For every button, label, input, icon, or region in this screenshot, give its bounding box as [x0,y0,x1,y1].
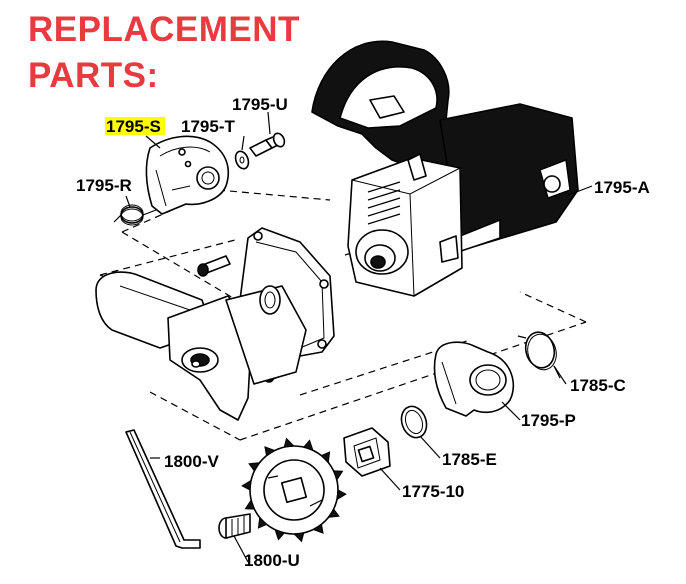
spring-1795-r[interactable] [113,204,157,226]
blade-tooth [283,437,295,448]
blade-guard-1795-p[interactable] [433,341,515,417]
blade-tooth [244,498,256,510]
label-1795-r: 1795-R [76,176,132,195]
blade-tooth [257,516,268,529]
label-1785-c: 1785-C [570,376,626,395]
flange-1775-10[interactable] [343,427,391,477]
blade-tooth [248,462,261,472]
label-1800-u: 1800-U [244,551,300,570]
blade-tooth [312,523,324,534]
label-1795-u: 1795-U [232,95,288,114]
label-1795-t: 1795-T [181,117,235,136]
vent-slots [367,181,401,225]
guard-plate-1795-s[interactable] [145,135,230,215]
label-1795-s: 1795-S [106,117,161,136]
saw-blade[interactable] [241,437,347,543]
screw-1795-u[interactable] [249,132,286,157]
screw-1800-u[interactable] [218,513,251,539]
blade-tooth [332,470,344,482]
label-1800-v: 1800-V [164,452,219,471]
motor-gear-assembly[interactable] [95,271,307,421]
blade-tooth [264,446,276,457]
label-1795-p: 1795-P [521,411,576,430]
blade-tooth [302,439,314,452]
leader-lines [125,111,593,563]
blade-tooth [327,508,340,518]
highlight-1795-s [105,117,165,135]
blade-tooth [274,528,286,541]
part-labels: 1795-U 1795-S 1795-T 1795-R 1795-A 1785-… [76,95,650,570]
label-1785-e: 1785-E [442,450,497,469]
title-line-1: REPLACEMENT [28,10,300,49]
blade-tooth [336,489,347,501]
blade-tooth [320,451,331,464]
label-1795-a: 1795-A [594,178,650,197]
blade-tooth [241,479,252,491]
snap-ring-1785-e[interactable] [397,403,430,441]
saw-main-body-1795-a[interactable] [311,40,579,297]
label-1775-10: 1775-10 [402,482,464,501]
washer-1795-t[interactable] [233,149,250,170]
screw-small-center[interactable] [197,255,231,277]
hex-key-1800-v[interactable] [125,429,201,549]
title-line-2: PARTS: [28,56,159,95]
spring-1785-c[interactable] [517,329,561,379]
blade-tooth [293,532,305,543]
